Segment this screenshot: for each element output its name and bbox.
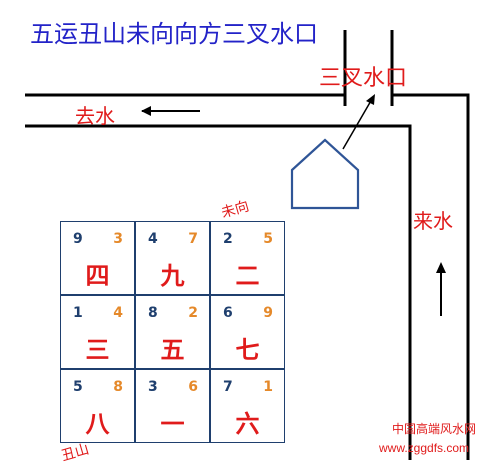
mountain-star: 4	[148, 231, 158, 247]
watermark-url: www.zggdfs.com	[379, 441, 470, 455]
inflow-label: 来水	[413, 209, 453, 233]
facing-arrow	[342, 94, 375, 150]
water-star: 1	[263, 379, 273, 395]
watermark-site-name: 中国高端风水网	[392, 422, 477, 436]
flying-star-chart: 9 3 四 4 7 九 2 5 二 1 4 三 8 2 五 6 9 七 5 8 …	[60, 221, 285, 443]
chart-cell: 2 5 二	[210, 221, 285, 295]
water-star: 4	[113, 305, 123, 321]
inflow-arrow	[436, 262, 446, 316]
chart-cell: 8 2 五	[135, 295, 210, 369]
chart-cell: 1 4 三	[60, 295, 135, 369]
water-star: 6	[188, 379, 198, 395]
chart-cell: 4 7 九	[135, 221, 210, 295]
chart-cell: 7 1 六	[210, 369, 285, 443]
mountain-star: 7	[223, 379, 233, 395]
water-star: 9	[263, 305, 273, 321]
water-star: 8	[113, 379, 123, 395]
mountain-star: 6	[223, 305, 233, 321]
confluence-label: 三叉水口	[319, 66, 408, 91]
mountain-star: 2	[223, 231, 233, 247]
page-title: 五运丑山未向向方三叉水口	[30, 20, 318, 48]
period-star: 五	[160, 335, 185, 364]
water-star: 5	[263, 231, 273, 247]
period-star: 八	[85, 409, 110, 438]
chart-cell: 3 6 一	[135, 369, 210, 443]
period-star: 四	[85, 261, 110, 290]
water-star: 2	[188, 305, 198, 321]
road-inner-edge	[25, 124, 412, 460]
chart-cell: 5 8 八	[60, 369, 135, 443]
outflow-arrow	[141, 106, 200, 116]
mountain-star: 9	[73, 231, 83, 247]
water-star: 7	[188, 231, 198, 247]
period-star: 六	[235, 409, 260, 438]
road-top-edge-right	[392, 93, 470, 460]
mountain-star: 8	[148, 305, 158, 321]
mountain-star: 3	[148, 379, 158, 395]
house-icon	[290, 138, 360, 210]
water-star: 3	[113, 231, 123, 247]
period-star: 一	[160, 409, 185, 438]
period-star: 二	[235, 261, 260, 290]
chart-cell: 9 3 四	[60, 221, 135, 295]
chart-cell: 6 9 七	[210, 295, 285, 369]
mountain-star: 1	[73, 305, 83, 321]
period-star: 九	[160, 261, 185, 290]
period-star: 三	[85, 335, 110, 364]
mountain-star: 5	[73, 379, 83, 395]
period-star: 七	[235, 335, 260, 364]
outflow-label: 去水	[75, 104, 115, 128]
